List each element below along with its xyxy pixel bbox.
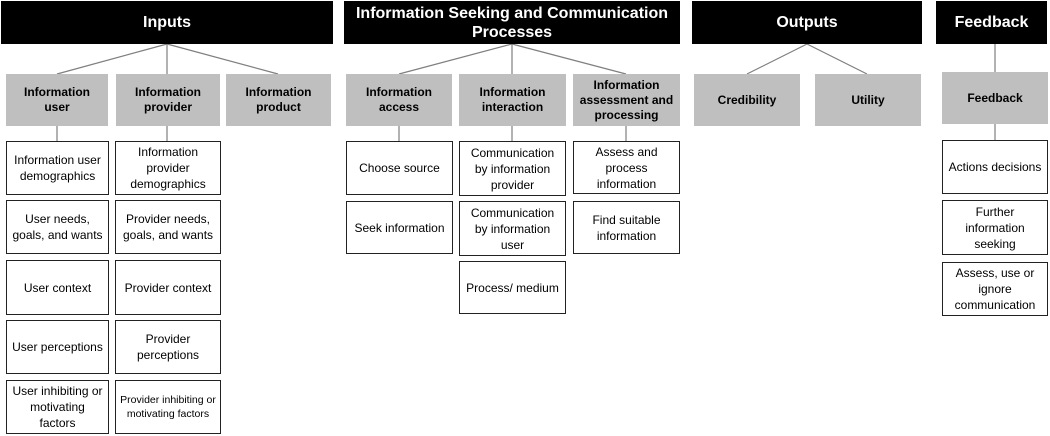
connector-processes-assessment (511, 43, 627, 75)
connector-processes-access (398, 43, 513, 75)
item-choose-source: Choose source (346, 141, 453, 195)
connector-outputs-credibility (746, 43, 808, 75)
header-outputs: Outputs (692, 1, 922, 44)
connector-outputs-utility (806, 43, 868, 75)
item-find-suitable: Find suitable information (573, 201, 680, 254)
item-provider-needs: Provider needs, goals, and wants (115, 200, 221, 254)
item-assess-use-ignore: Assess, use or ignore communication (942, 262, 1048, 316)
category-information-user: Information user (6, 74, 108, 126)
item-provider-demographics: Information provider demographics (115, 141, 221, 195)
item-further-seeking: Further information seeking (942, 200, 1048, 255)
item-assess-process: Assess and process information (573, 141, 680, 194)
connector-inputs-product (166, 43, 279, 75)
item-provider-factors: Provider inhibiting or motivating factor… (115, 380, 221, 434)
category-information-access: Information access (346, 74, 452, 126)
header-processes: Information Seeking and Communication Pr… (344, 1, 680, 44)
category-information-assessment: Information assessment and processing (573, 74, 680, 126)
item-user-perceptions: User perceptions (6, 320, 109, 374)
item-user-context: User context (6, 260, 109, 315)
item-communication-provider: Communication by information provider (459, 141, 566, 196)
item-provider-context: Provider context (115, 260, 221, 315)
item-user-demographics: Information user demographics (6, 141, 109, 195)
item-actions-decisions: Actions decisions (942, 140, 1048, 194)
item-user-needs: User needs, goals, and wants (6, 200, 109, 254)
header-inputs: Inputs (1, 1, 333, 44)
connector-inputs-user (56, 43, 168, 75)
category-information-product: Information product (226, 74, 331, 126)
item-provider-perceptions: Provider perceptions (115, 320, 221, 374)
item-process-medium: Process/ medium (459, 261, 566, 314)
category-utility: Utility (815, 74, 921, 126)
category-feedback: Feedback (942, 72, 1048, 124)
category-credibility: Credibility (694, 74, 800, 126)
item-user-factors: User inhibiting or motivating factors (6, 380, 109, 434)
category-information-provider: Information provider (116, 74, 220, 126)
item-communication-user: Communication by information user (459, 201, 566, 256)
category-information-interaction: Information interaction (459, 74, 566, 126)
header-feedback: Feedback (936, 1, 1047, 44)
item-seek-information: Seek information (346, 201, 453, 254)
